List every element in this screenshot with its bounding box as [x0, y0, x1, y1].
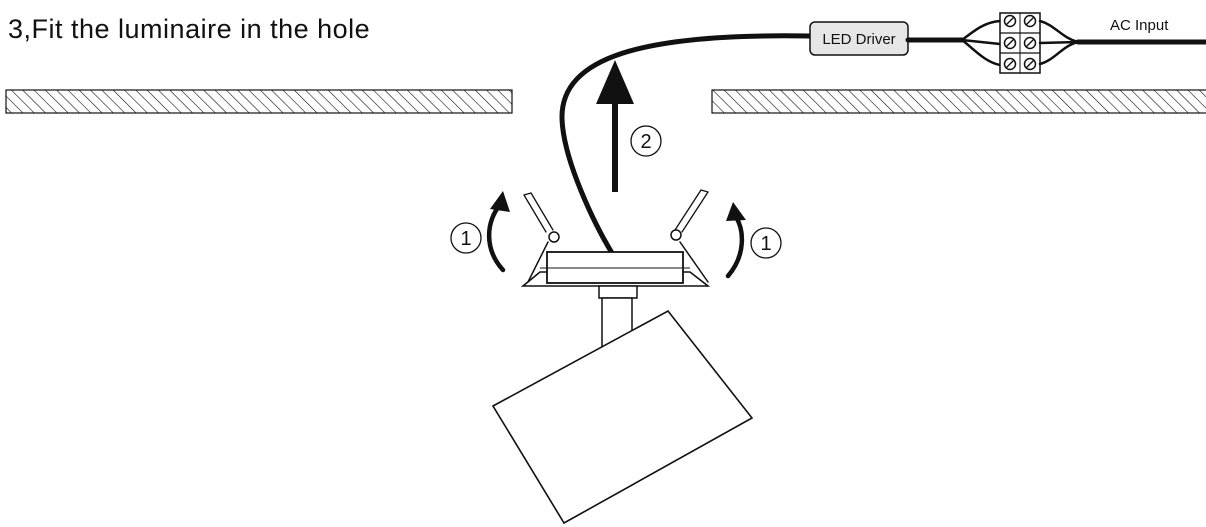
spotlight-head — [491, 309, 754, 525]
step-1-badge-left: 1 — [450, 222, 482, 254]
led-driver-label: LED Driver — [822, 31, 895, 48]
push-up-arrow — [596, 60, 634, 192]
input-wire-mid — [1038, 40, 1080, 45]
wire-mid — [960, 38, 1002, 46]
clip-arrow-left — [486, 191, 510, 273]
ac-input-label: AC Input — [1110, 17, 1169, 34]
wire-bottom — [960, 38, 1002, 67]
step-1-number-left: 1 — [460, 228, 471, 250]
spring-clip-left — [523, 192, 560, 283]
step-2-number: 2 — [640, 131, 651, 153]
step-2-badge: 2 — [630, 125, 662, 157]
wire-top — [960, 19, 1002, 42]
stem-collar — [598, 285, 638, 299]
step-1-number-right: 1 — [760, 233, 771, 255]
ceiling-left — [5, 89, 513, 114]
input-wire-top — [1038, 19, 1080, 44]
input-wire-bottom — [1038, 40, 1080, 66]
terminal-block — [999, 12, 1041, 74]
ceiling-right — [711, 89, 1206, 114]
step-title: 3,Fit the luminaire in the hole — [8, 14, 370, 44]
spring-clip-right — [670, 189, 709, 283]
clip-arrow-right — [725, 202, 746, 279]
step-1-badge-right: 1 — [750, 227, 782, 259]
power-cable — [559, 33, 813, 256]
